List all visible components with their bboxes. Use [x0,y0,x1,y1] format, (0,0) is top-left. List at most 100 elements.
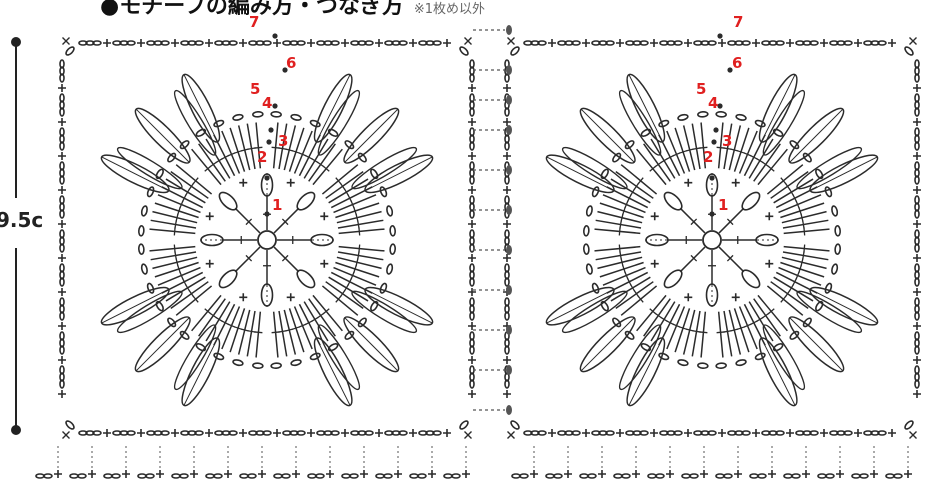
treble-stitch [734,128,748,172]
leaf-vein [547,289,614,323]
single-crochet [468,356,476,364]
chain-stitch [376,474,384,478]
chain-stitch [459,420,470,431]
single-crochet [326,470,334,478]
single-crochet [503,254,511,262]
single-crochet [582,429,590,437]
treble-stitch [274,312,278,358]
stitch-crossbar [175,252,176,260]
single-crochet [564,470,572,478]
single-crochet [913,220,921,228]
single-crochet [836,470,844,478]
stitch-crossbar [248,331,256,332]
chain-stitch [274,474,282,478]
leaf-vein [345,109,398,162]
single-crochet [156,470,164,478]
chain-stitch [612,317,622,328]
round-number-6: 6 [732,54,742,72]
treble-stitch [339,247,385,251]
single-crochet [530,470,538,478]
single-crochet [58,288,66,296]
chain-stitch [758,474,766,478]
treble-stitch [150,229,196,233]
chain-stitch [78,474,86,478]
single-crochet [598,470,606,478]
chain-stitch [308,474,316,478]
leaf-vein [761,338,795,405]
stitch-crossbar [634,290,639,297]
chain-stitch [831,264,838,275]
single-crochet [632,470,640,478]
chain-stitch [591,186,599,197]
single-crochet [320,260,328,268]
chain-stitch [716,474,724,478]
size-label: 9.5c [0,208,43,232]
single-crochet [913,186,921,194]
single-crochet [239,429,247,437]
chain-stitch [736,359,747,366]
chain-stitch [818,474,826,478]
single-crochet [786,429,794,437]
single-crochet [888,39,896,47]
chain-stitch [342,474,350,478]
chain-stitch [678,359,689,366]
chain-stitch [379,283,387,294]
stitch-crossbar [762,313,769,318]
round-number-2: 2 [703,148,713,166]
single-crochet [765,260,773,268]
stitch-crossbar [358,221,359,229]
single-crochet [171,429,179,437]
slip-cross [910,432,917,439]
round-number-6: 6 [286,54,296,72]
single-crochet [409,429,417,437]
stitch-crossbar [717,332,725,333]
leaf-vein [581,109,634,162]
chain-stitch [520,474,528,478]
chain-stitch [600,168,610,179]
join-point [506,25,512,35]
single-crochet [651,260,659,268]
chain-stitch [369,168,379,179]
single-crochet [58,186,66,194]
row-start-dot [713,127,718,132]
dimension-line [12,38,20,434]
single-crochet [854,429,862,437]
treble-stitch [230,128,244,172]
chain-stitch [814,168,824,179]
row-start-dot [266,139,271,144]
chain-stitch [271,111,281,117]
single-crochet [88,470,96,478]
single-crochet [287,179,295,187]
single-crochet [206,212,214,220]
chain-stitch [773,128,784,138]
stitch-crossbar [359,227,360,235]
single-crochet [224,470,232,478]
single-crochet [870,470,878,478]
round-number-1: 1 [272,196,282,214]
join-point [506,205,512,215]
treble-stitch [339,229,385,233]
round-number-5: 5 [696,80,706,98]
stitch-crossbar [620,252,621,260]
single-crochet [752,39,760,47]
single-crochet [462,470,470,478]
single-crochet [137,39,145,47]
round-number-7: 7 [249,13,259,31]
single-crochet [913,390,921,398]
round-number-5: 5 [250,80,260,98]
round-number-3: 3 [722,132,732,150]
slip-cross [465,432,472,439]
single-crochet [443,39,451,47]
stitch-crossbar [175,221,176,229]
chain-stitch [65,420,76,431]
stitch-crossbar [358,252,359,260]
single-crochet [700,470,708,478]
chain-stitch [831,206,838,217]
treble-stitch [595,229,641,233]
chain-stitch [904,46,915,57]
single-crochet [468,254,476,262]
chain-stitch [138,244,144,254]
join-lines [473,25,512,415]
treble-stitch [780,203,824,217]
stitch-crossbar [210,162,217,167]
